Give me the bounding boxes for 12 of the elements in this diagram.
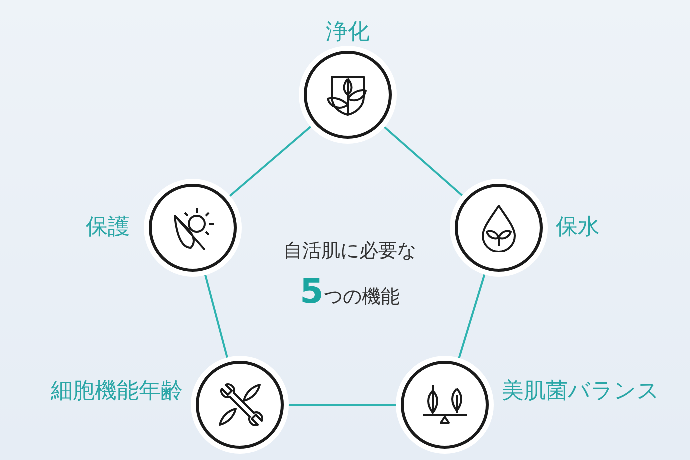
function-label: 美肌菌バランス bbox=[502, 378, 660, 406]
connector-line bbox=[382, 125, 464, 198]
function-label: 浄化 bbox=[326, 19, 370, 47]
connector-line bbox=[228, 124, 313, 198]
function-label: 保水 bbox=[556, 214, 600, 242]
function-label: 保護 bbox=[86, 214, 130, 242]
connector-line bbox=[458, 272, 486, 360]
center-heading: 5つの機能 bbox=[299, 272, 401, 312]
connector-line bbox=[204, 273, 229, 360]
center-heading: 自活肌に必要な bbox=[282, 239, 418, 264]
connector-line bbox=[287, 404, 398, 406]
function-label: 細胞機能年齢 bbox=[51, 378, 183, 406]
